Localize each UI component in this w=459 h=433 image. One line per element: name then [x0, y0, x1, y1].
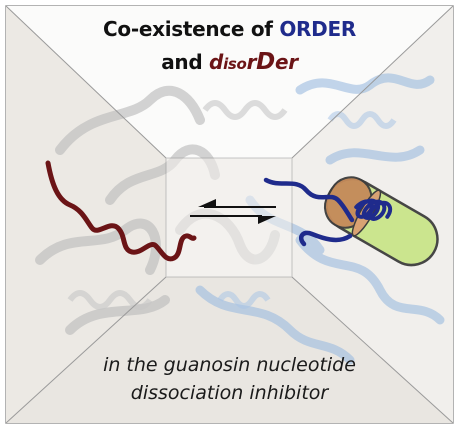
- frame-diagonals: [5, 5, 454, 424]
- ghost-protein-gray-helix: [67, 100, 288, 310]
- disorder-letter-d: d: [209, 50, 224, 74]
- title-disorder-word: disorDer: [209, 49, 298, 75]
- disorder-letter-i: i: [223, 55, 228, 73]
- title-prefix: Co-existence of: [103, 17, 273, 41]
- bottom-panel: [6, 277, 453, 423]
- disorder-letter-r: r: [246, 50, 257, 74]
- ghost-protein-blue-helix: [217, 111, 397, 309]
- disorder-letter-o: o: [236, 55, 247, 73]
- caption-line-1: in the guanosin nucleotide: [103, 354, 356, 376]
- equilibrium-arrows-icon: [190, 199, 276, 224]
- disorder-letter-D: D: [256, 49, 275, 75]
- caption-line-2: dissociation inhibitor: [130, 382, 329, 404]
- title-line-1: Co-existence of ORDER: [0, 17, 459, 41]
- disorder-letter-e: e: [274, 50, 289, 74]
- title-line-2: and disorDer: [0, 49, 459, 75]
- disordered-chain-icon: [45, 160, 197, 262]
- disorder-letter-s: s: [227, 55, 237, 73]
- title-and-word: and: [161, 50, 203, 74]
- center-square: [165, 157, 293, 278]
- title-order-word: ORDER: [279, 17, 356, 41]
- disorder-letter-r2: r: [288, 50, 298, 74]
- left-panel: [6, 6, 166, 423]
- top-panel: [6, 6, 453, 158]
- ordered-helix-icon: [263, 176, 439, 267]
